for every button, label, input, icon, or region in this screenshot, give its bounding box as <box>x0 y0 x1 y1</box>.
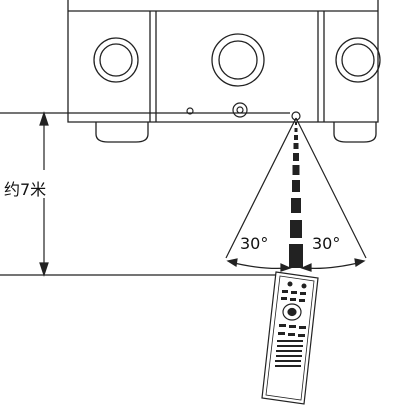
left-knob-icon <box>93 37 139 83</box>
right-foot <box>333 122 377 143</box>
front-panel-jacks <box>186 102 301 121</box>
remote-nav-ring-icon <box>282 303 302 321</box>
remote-control <box>261 271 319 405</box>
left-foot <box>95 122 149 143</box>
headphone-jack-small <box>186 107 194 115</box>
angle-left-label: 30° <box>240 234 269 253</box>
center-knob-icon <box>211 33 265 87</box>
arrow-up-icon <box>39 111 49 126</box>
angle-arcs <box>226 258 366 272</box>
ir-beam <box>225 117 367 268</box>
distance-dimension <box>0 111 290 277</box>
distance-label: 约7米 <box>4 180 47 199</box>
right-knob-icon <box>335 37 381 83</box>
ir-sensor-icon <box>291 111 301 121</box>
arrow-down-icon <box>39 262 49 277</box>
angle-right-label: 30° <box>312 234 341 253</box>
knobs <box>93 33 381 87</box>
headphone-jack <box>232 102 248 118</box>
amplifier-unit <box>67 0 379 143</box>
